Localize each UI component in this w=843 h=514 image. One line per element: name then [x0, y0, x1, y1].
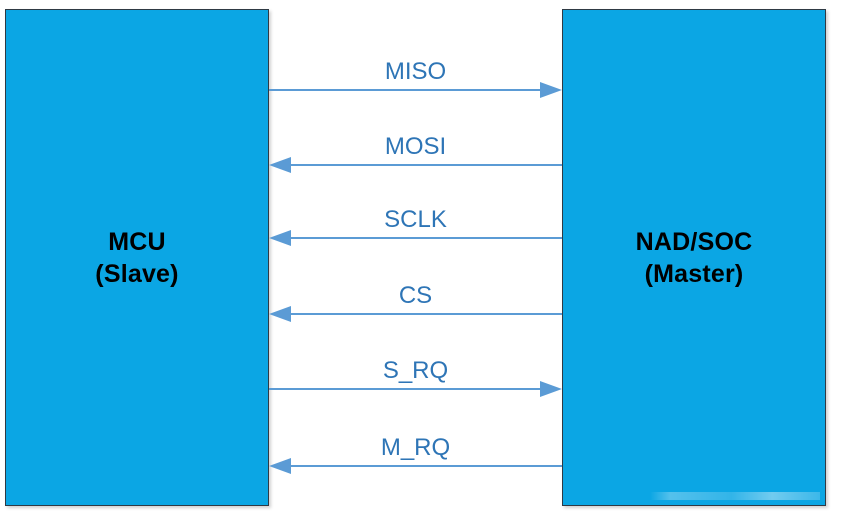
arrowhead-left: [269, 157, 291, 173]
signal-label-sclk: SCLK: [384, 206, 447, 233]
arrowhead-left: [269, 230, 291, 246]
signal-label-cs: CS: [398, 282, 433, 309]
node-nad-soc-master[interactable]: NAD/SOC (Master): [562, 9, 826, 506]
arrowhead-left: [269, 306, 291, 322]
signal-arrow-s_rq: [269, 381, 562, 397]
arrowhead-right: [540, 82, 562, 98]
signal-arrow-mosi: [269, 157, 562, 173]
arrowhead-left: [269, 458, 291, 474]
signal-label-mosi: MOSI: [384, 133, 447, 160]
node-mcu-title: MCU: [108, 227, 166, 256]
signal-label-s_rq: S_RQ: [382, 357, 449, 384]
signal-arrow-cs: [269, 306, 562, 322]
node-nad-soc-subtitle: (Master): [644, 259, 744, 288]
node-mcu-subtitle: (Slave): [95, 259, 179, 288]
signal-arrow-miso: [269, 82, 562, 98]
node-mcu-slave[interactable]: MCU (Slave): [5, 9, 269, 506]
signal-arrow-m_rq: [269, 458, 562, 474]
signal-arrow-sclk: [269, 230, 562, 246]
signal-label-miso: MISO: [384, 58, 447, 85]
signal-label-m_rq: M_RQ: [380, 434, 451, 461]
arrowhead-right: [540, 381, 562, 397]
node-nad-soc-title: NAD/SOC: [635, 227, 753, 256]
